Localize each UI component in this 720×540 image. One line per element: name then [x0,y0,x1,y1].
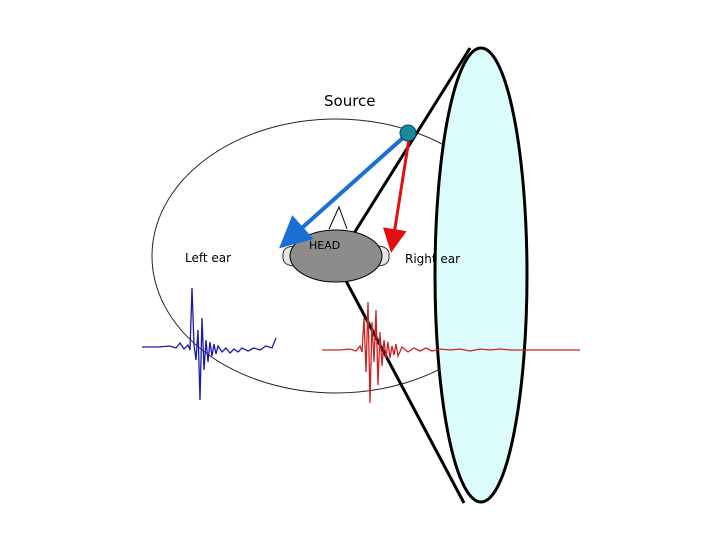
cone-edge-bottom [334,261,466,504]
source-label: Source [324,92,376,110]
nose [328,205,348,230]
head [289,229,383,283]
cone-edge-top [334,47,472,263]
left-ear-path-arrow [279,135,406,249]
right-ear-path-arrow [382,138,411,253]
cone-disc [433,46,529,504]
sound-source [399,124,417,142]
left-ear-waveform [142,287,277,401]
right-ear-waveform [322,301,580,404]
left-ear-label: Left ear [185,251,232,265]
right-ear-label: Right ear [405,252,461,266]
head-label: HEAD [309,239,341,252]
